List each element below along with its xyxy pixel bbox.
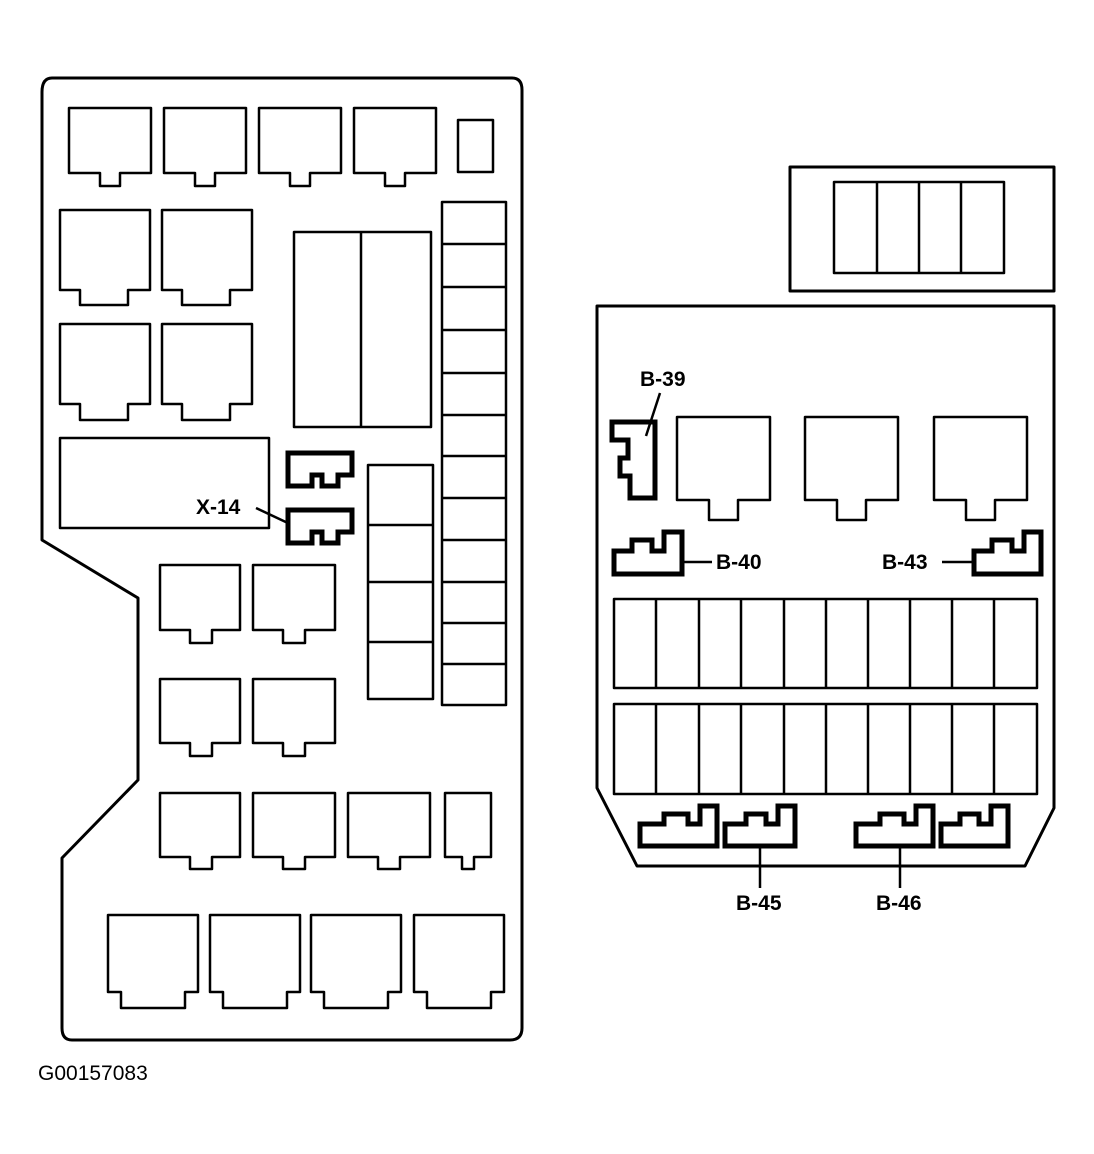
label-b46: B-46 (876, 892, 922, 915)
relay-top-3 (257, 106, 343, 188)
figure-id: G00157083 (38, 1062, 148, 1085)
label-b45: B-45 (736, 892, 782, 915)
relay-low-small (443, 791, 493, 871)
right-fuse-block: B-39 B-40 B-43 B-45 B-46 (595, 165, 1056, 915)
relay-mid-1 (158, 563, 242, 645)
relay-large-2 (160, 208, 254, 307)
connector-b43 (971, 529, 1044, 577)
fuse-row-upper-dividers (654, 599, 996, 688)
label-b43: B-43 (882, 551, 928, 574)
right-fuse-strip-dividers (442, 242, 506, 666)
relay-top-1 (67, 106, 153, 188)
connector-x14-upper (285, 450, 355, 489)
relay-large-3 (58, 322, 152, 422)
leader-x14 (255, 506, 291, 526)
relay-right-3 (932, 415, 1029, 522)
wide-module (58, 436, 271, 530)
connector-b45-right (722, 803, 798, 849)
label-b40: B-40 (716, 551, 762, 574)
small-fuse-top (456, 118, 495, 174)
center-large-box (292, 230, 433, 429)
relay-large-4 (160, 322, 254, 422)
leader-b39 (644, 392, 662, 437)
relay-top-4 (352, 106, 438, 188)
relay-top-2 (162, 106, 248, 188)
relay-bottom-1 (106, 913, 200, 1010)
relay-low-3 (346, 791, 432, 871)
connector-b40 (611, 529, 685, 577)
left-fuse-block: X-14 (40, 76, 524, 1042)
relay-large-1 (58, 208, 152, 307)
left-block-outline (40, 76, 524, 1042)
connector-x14-lower (285, 507, 355, 546)
relay-low-1 (158, 791, 242, 871)
connector-b46-right (938, 803, 1011, 849)
relay-bottom-2 (208, 913, 302, 1010)
relay-mid-2 (251, 563, 337, 645)
relay-low-2 (251, 791, 337, 871)
relay-right-1 (675, 415, 772, 522)
relay-right-2 (803, 415, 900, 522)
label-b39: B-39 (640, 368, 686, 391)
top-module (788, 165, 1056, 293)
relay-mid-3 (158, 677, 242, 758)
relay-mid-4 (251, 677, 337, 758)
fuse-row-lower-dividers (654, 704, 996, 794)
label-x14: X-14 (196, 496, 241, 519)
right-block-outline (595, 304, 1056, 868)
connector-b46-left (853, 803, 936, 849)
connector-b39 (609, 419, 658, 501)
connector-b45-left (637, 803, 720, 849)
right-fuse-strip (440, 200, 508, 707)
relay-bottom-3 (309, 913, 403, 1010)
relay-bottom-4 (412, 913, 506, 1010)
